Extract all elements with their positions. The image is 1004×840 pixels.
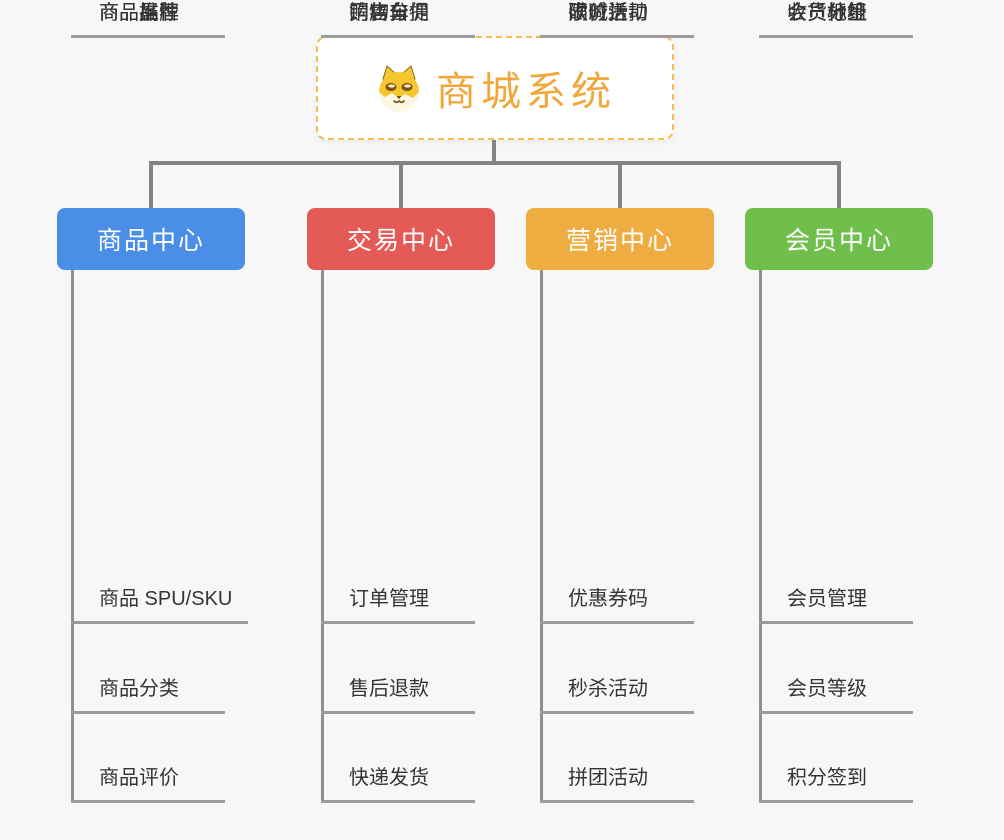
leaf-topic[interactable]: 会员等级: [759, 676, 913, 714]
branch-header-trade[interactable]: 交易中心: [307, 208, 495, 270]
leaf-topic[interactable]: 商品评价: [71, 765, 225, 803]
connector-branch-drop: [618, 163, 622, 208]
branch-header-member[interactable]: 会员中心: [745, 208, 933, 270]
branch-trade-center: 交易中心 订单管理 售后退款 快递发货 门店自提 购物车 销售分佣: [307, 0, 557, 840]
leaf-topic[interactable]: 收货地址: [759, 0, 913, 38]
leaf-topic[interactable]: 积分签到: [759, 765, 913, 803]
leaf-topic[interactable]: 满减送: [540, 0, 694, 38]
connector-branch-spine: [321, 270, 324, 803]
shiba-dog-icon: [374, 63, 424, 113]
branch-header-label: 交易中心: [346, 227, 455, 255]
leaf-topic[interactable]: 订单管理: [321, 586, 475, 624]
root-topic[interactable]: 商城系统: [316, 36, 674, 140]
leaf-topic[interactable]: 快递发货: [321, 765, 475, 803]
leaf-topic[interactable]: 商品 SPU/SKU: [71, 586, 249, 624]
leaf-topic[interactable]: 销售分佣: [321, 0, 475, 38]
branch-header-product[interactable]: 商品中心: [57, 208, 245, 270]
connector-root-drop: [492, 140, 496, 165]
leaf-topic[interactable]: 会员管理: [759, 586, 913, 624]
branch-header-label: 商品中心: [96, 227, 205, 255]
branch-product-center: 商品中心 商品 SPU/SKU 商品分类 商品评价 商品属性 商品推荐 商品品牌: [57, 0, 307, 840]
connector-branch-drop: [837, 163, 841, 208]
leaf-topic[interactable]: 售后退款: [321, 676, 475, 714]
connector-branch-spine: [759, 270, 762, 803]
leaf-topic[interactable]: 商品分类: [71, 676, 225, 714]
connector-branch-drop: [399, 163, 403, 208]
connector-branch-drop: [149, 163, 153, 208]
branch-header-label: 会员中心: [784, 227, 893, 255]
branch-header-marketing[interactable]: 营销中心: [526, 208, 714, 270]
branch-member-center: 会员中心 会员管理 会员等级 积分签到 会员标签 会员分组 收货地址: [745, 0, 995, 840]
leaf-topic[interactable]: 秒杀活动: [540, 676, 694, 714]
connector-branch-spine: [540, 270, 543, 803]
connector-branch-spine: [71, 270, 74, 803]
branch-header-label: 营销中心: [565, 227, 674, 255]
root-topic-label: 商城系统: [436, 70, 616, 114]
connector-trunk: [149, 161, 841, 165]
leaf-topic[interactable]: 商品品牌: [71, 0, 225, 38]
leaf-topic[interactable]: 优惠券码: [540, 586, 694, 624]
leaf-topic[interactable]: 拼团活动: [540, 765, 694, 803]
branch-marketing-center: 营销中心 优惠券码 秒杀活动 拼团活动 砍价活动 限时折扣 满减送: [526, 0, 776, 840]
